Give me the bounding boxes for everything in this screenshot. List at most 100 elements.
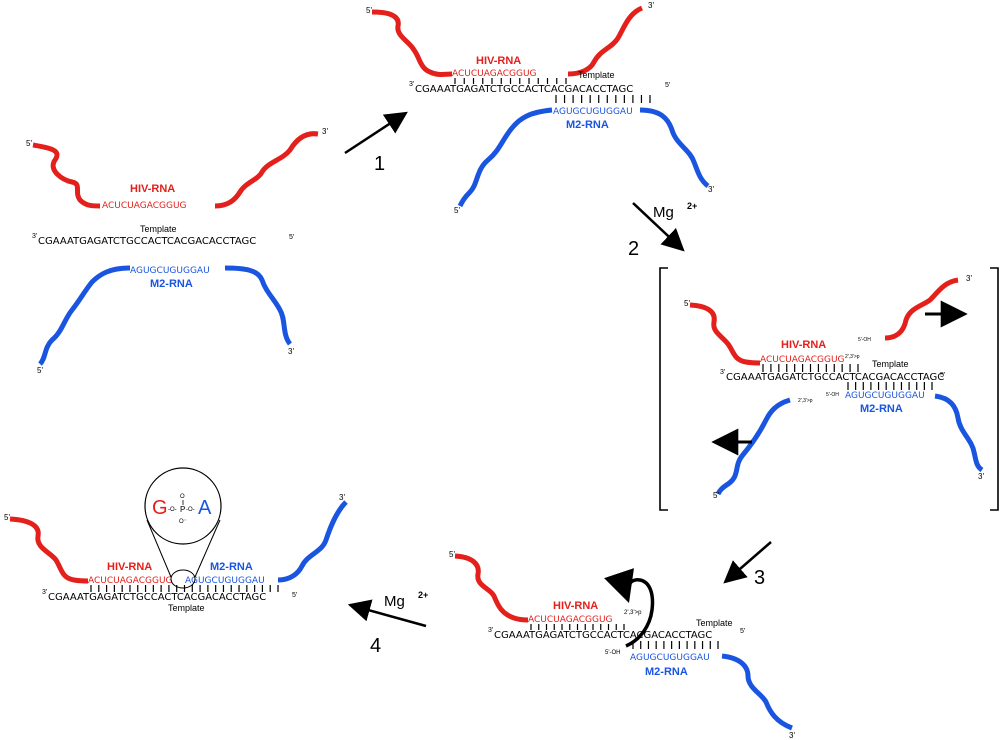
- five-prime-label: 5': [449, 550, 455, 559]
- hydroxyl-label: 5'-OH: [858, 337, 871, 343]
- m2-rna-label: M2-RNA: [210, 561, 253, 573]
- hydroxyl-label: 5'-OH: [826, 392, 839, 398]
- base-pairs-ligated: [90, 585, 279, 592]
- panel-ligated: 5' 3' HIV-RNA M2-RNA ACUCUAGACGGUG AGUGC…: [4, 467, 348, 613]
- cyclic-phosphate-label: 2',3'>p: [845, 354, 860, 360]
- magnesium-label: Mg: [384, 593, 405, 610]
- phosphorus-label: P: [180, 505, 185, 514]
- m2-rna-strand: [224, 265, 293, 346]
- five-prime-label: 5': [713, 491, 719, 500]
- guanosine-label: G: [152, 497, 168, 519]
- oxygen-bond-right: -O-: [186, 507, 195, 513]
- nucleophilic-attack-arrow: [604, 568, 655, 648]
- hiv-rna-fragment: [884, 277, 959, 341]
- m2-rna-strand: [457, 107, 553, 208]
- adenosine-label: A: [198, 497, 212, 519]
- bracket-left: [659, 267, 668, 511]
- three-prime-label: 3': [32, 233, 37, 240]
- panel-attack: 5' HIV-RNA ACUCUAGACGGUG 2',3'>p Templat…: [449, 550, 795, 740]
- magnesium-charge: 2+: [687, 201, 697, 211]
- bracket-right: [990, 267, 999, 511]
- m2-rna-strand: [38, 265, 131, 366]
- base-pairs-m2: [555, 95, 651, 103]
- template-sequence: CGAAATGAGATCTGCCACTCACGACACCTAGC: [415, 84, 633, 95]
- three-prime-label: 3': [409, 81, 414, 88]
- m2-rna-fragment: [715, 397, 791, 496]
- m2-rna-sequence: AGUGCUGUGGAU: [630, 653, 710, 663]
- step-1-number: 1: [374, 153, 385, 175]
- hiv-rna-sequence: ACUCUAGACGGUG: [102, 201, 187, 211]
- template-sequence: CGAAATGAGATCTGCCACTCACGACACCTAGC: [494, 630, 712, 641]
- step-4-number: 4: [370, 635, 381, 657]
- step-1-arrow: 1: [344, 111, 408, 175]
- m2-rna-strand: [639, 107, 710, 188]
- step-2-number: 2: [628, 238, 639, 260]
- oxygen-bottom: O⁻: [179, 519, 187, 525]
- step-3-number: 3: [754, 567, 765, 589]
- three-prime-label: 3': [978, 472, 984, 481]
- hiv-rna-sequence: ACUCUAGACGGUG: [760, 355, 845, 365]
- five-prime-label: 5': [4, 513, 10, 522]
- ligation-site-marker: [170, 569, 196, 589]
- hiv-rna-strand: [214, 131, 319, 209]
- step-2-arrow: Mg 2+ 2: [628, 201, 697, 260]
- step-4-arrow: Mg 2+ 4: [347, 590, 428, 657]
- three-prime-label: 3': [42, 589, 47, 596]
- hiv-rna-label: HIV-RNA: [781, 339, 826, 351]
- three-prime-label: 3': [720, 369, 725, 376]
- five-prime-label: 5': [454, 206, 460, 215]
- base-pairs-m2: [847, 382, 933, 390]
- five-prime-label: 5': [37, 366, 43, 375]
- template-sequence: CGAAATGAGATCTGCCACTCACGACACCTAGC: [48, 592, 266, 603]
- base-pairs-hiv: [530, 624, 625, 630]
- hiv-rna-label: HIV-RNA: [476, 55, 521, 67]
- oxygen-top: O: [180, 494, 185, 500]
- three-prime-label: 3': [322, 127, 328, 136]
- five-prime-label: 5': [366, 6, 372, 15]
- template-label: Template: [872, 359, 909, 369]
- template-label: Template: [140, 224, 177, 234]
- template-label: Template: [578, 70, 615, 80]
- five-prime-label: 5': [292, 592, 297, 599]
- three-prime-label: 3': [288, 347, 294, 356]
- base-pairs-m2: [632, 641, 719, 649]
- m2-rna-label: M2-RNA: [860, 403, 903, 415]
- m2-rna-label: M2-RNA: [566, 119, 609, 131]
- three-prime-label: 3': [648, 1, 654, 10]
- zoom-line-left: [146, 519, 172, 578]
- m2-rna-label: M2-RNA: [645, 666, 688, 678]
- five-prime-label: 5': [26, 139, 32, 148]
- three-prime-label: 3': [488, 627, 493, 634]
- hiv-rna-sequence: ACUCUAGACGGUG: [88, 576, 173, 586]
- three-prime-label: 3': [339, 493, 345, 502]
- hiv-rna-label: HIV-RNA: [130, 183, 175, 195]
- three-prime-label: 3': [708, 185, 714, 194]
- panel-cleavage: 5' 3' 5'-OH HIV-RNA ACUCUAGACGGUG 2',3'>…: [659, 267, 999, 511]
- hiv-rna-strand: [371, 9, 453, 77]
- m2-rna-strand: [277, 500, 348, 583]
- cyclic-phosphate-label: 2',3'>p: [798, 398, 813, 404]
- five-prime-label: 5': [940, 372, 945, 379]
- m2-rna-label: M2-RNA: [150, 278, 193, 290]
- hiv-rna-label: HIV-RNA: [107, 561, 152, 573]
- five-prime-label: 5': [684, 299, 690, 308]
- template-sequence: CGAAATGAGATCTGCCACTCACGACACCTAGC: [726, 372, 944, 383]
- hiv-rna-label: HIV-RNA: [553, 600, 598, 612]
- hiv-rna-strand: [32, 142, 101, 209]
- panel-separated: 5' 3' HIV-RNA ACUCUAGACGGUG Template 3' …: [26, 127, 328, 375]
- oxygen-bond-left: -O-: [168, 507, 177, 513]
- m2-rna-sequence: AGUGCUGUGGAU: [553, 107, 633, 117]
- template-sequence: CGAAATGAGATCTGCCACTCACGACACCTAGC: [38, 236, 256, 247]
- hiv-rna-sequence: ACUCUAGACGGUG: [528, 615, 613, 625]
- hiv-rna-sequence: ACUCUAGACGGUG: [452, 69, 537, 79]
- m2-rna-sequence: AGUGCUGUGGAU: [130, 266, 210, 276]
- zoom-line-right: [194, 519, 221, 578]
- hiv-rna-strand: [567, 5, 644, 77]
- five-prime-label: 5': [289, 234, 294, 241]
- hiv-rna-strand: [689, 302, 761, 366]
- template-label: Template: [696, 618, 733, 628]
- three-prime-label: 3': [789, 731, 795, 740]
- five-prime-label: 5': [665, 82, 670, 89]
- cyclic-phosphate-label: 2',3'>p: [624, 610, 642, 616]
